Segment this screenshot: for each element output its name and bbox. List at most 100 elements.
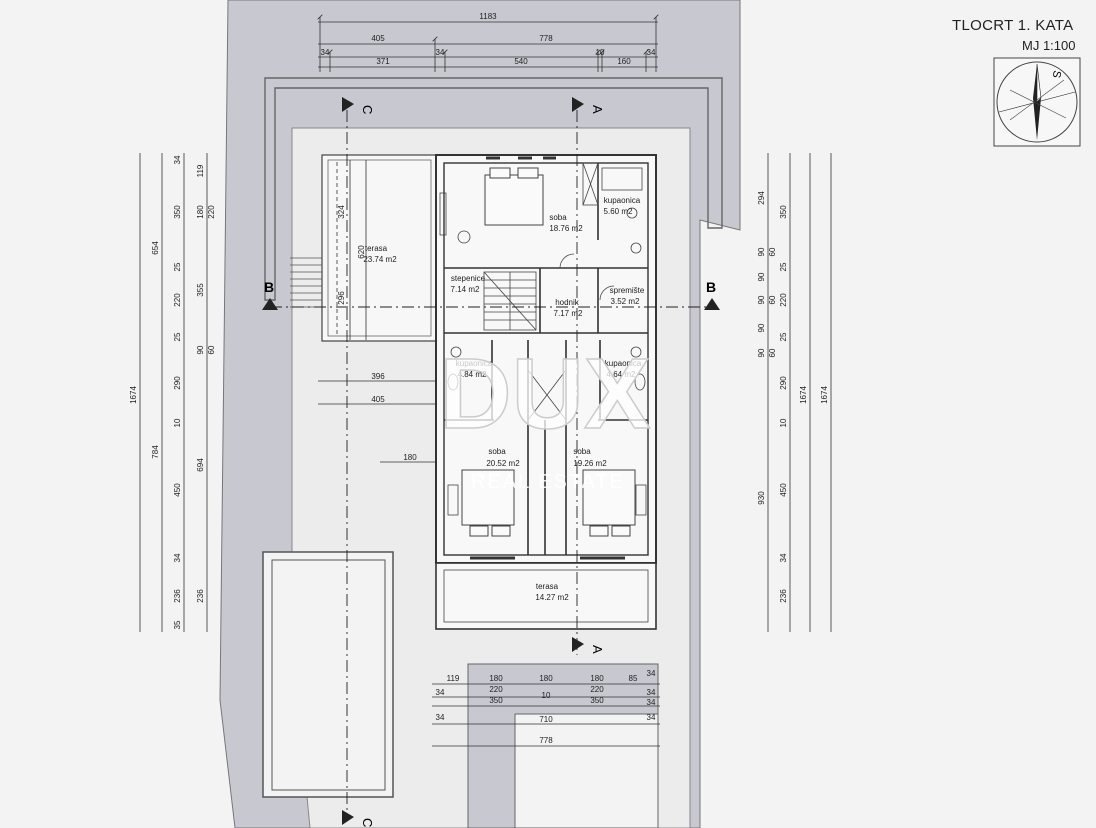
pool-outline [262, 551, 394, 798]
room-bedroom-2-name: soba [488, 447, 506, 456]
dim-bot-r1-2: 180 [539, 674, 553, 683]
room-terrace-west-area: 23.74 m2 [363, 255, 397, 264]
dim-top-a: 405 [371, 34, 385, 43]
section-mark-a-top: A [590, 105, 605, 114]
dim-right-c2-5: 60 [768, 348, 777, 357]
dim-right-c2-2: 25 [779, 262, 788, 271]
dim-top-c4: 34 [647, 48, 656, 57]
room-bathroom-3-area: 4.64 m2 [607, 370, 636, 379]
dim-left-c4-0: 119 [196, 164, 205, 177]
dim-inner-180: 180 [403, 453, 417, 462]
dim-bot-r1-3: 180 [590, 674, 604, 683]
dim-left-c3-6: 10 [173, 418, 182, 427]
terrace-south [435, 562, 657, 630]
dim-left-c4-7: 236 [196, 589, 205, 603]
dim-bot-r1-5: 34 [647, 669, 656, 678]
section-mark-c-bottom: C [360, 818, 375, 827]
dim-bot-r2-0: 34 [436, 688, 445, 697]
room-hall-area: 7.17 m2 [554, 309, 583, 318]
dim-right-c1-3: 90 [757, 295, 766, 304]
dim-top-b: 778 [539, 34, 553, 43]
north-arrow-icon: S [993, 57, 1081, 147]
dim-right-c1-2: 90 [757, 272, 766, 281]
dim-left-c3-2: 25 [173, 262, 182, 271]
lower-building-inner [514, 713, 659, 828]
section-mark-c-top: C [360, 105, 375, 114]
dim-top-total: 1183 [479, 12, 497, 21]
dim-left-c3-9: 236 [173, 589, 182, 603]
room-bedroom-1-area: 18.76 m2 [549, 224, 583, 233]
room-bathroom-2-area: 4.84 m2 [458, 370, 487, 379]
dim-left-c3-10: 35 [173, 620, 182, 629]
dim-left-c3-3: 220 [173, 293, 182, 307]
dim-right-c2-9: 10 [779, 418, 788, 427]
dim-right-c2-0: 350 [779, 205, 788, 219]
dim-right-c1-0: 294 [757, 191, 766, 205]
section-mark-b-right: B [706, 279, 716, 295]
dim-left-c4-6: 694 [196, 458, 205, 472]
dim-left-c4-5: 60 [207, 345, 216, 354]
dim-left-c4-4: 90 [196, 345, 205, 354]
dim-inner-324: 324 [337, 205, 346, 219]
dim-top-c2: 34 [436, 48, 445, 57]
compass-letter: S [1050, 69, 1063, 78]
room-terrace-west-name: terasa [365, 244, 388, 253]
dim-left-c2b: 784 [151, 445, 160, 459]
room-bedroom-2-area: 20.52 m2 [486, 459, 520, 468]
dim-inner-405: 405 [371, 395, 385, 404]
dim-left-c3-4: 25 [173, 332, 182, 341]
dim-right-c2-3: 60 [768, 295, 777, 304]
pool [271, 559, 386, 791]
room-stairs-area: 7.14 m2 [451, 285, 480, 294]
watermark-logo: DUX [439, 338, 650, 450]
dim-right-c1-4: 90 [757, 323, 766, 332]
room-bathroom-3-name: kupaonica [605, 359, 642, 368]
dim-bot-r2-1: 220 [489, 685, 503, 694]
path-strip [264, 77, 723, 301]
terrace-west [321, 154, 438, 342]
room-bathroom-2-name: kupaonica [456, 359, 493, 368]
dim-top-d1: 371 [376, 57, 390, 66]
section-mark-b-left: B [264, 279, 274, 295]
plan-title: TLOCRT 1. KATA [952, 17, 1074, 34]
dim-bot-r4-1: 710 [539, 715, 553, 724]
dim-bot-r4-0: 34 [436, 713, 445, 722]
dim-inner-620: 620 [357, 245, 366, 259]
dim-left-c4-3: 355 [196, 283, 205, 297]
dim-right-c1-5: 90 [757, 348, 766, 357]
room-bedroom-3-name: soba [573, 447, 591, 456]
dim-bot-r1-4: 85 [629, 674, 638, 683]
dim-left-c3-7: 450 [173, 483, 182, 497]
dim-right-outer-1: 1674 [799, 386, 808, 404]
dim-bot-r2-3: 34 [647, 688, 656, 697]
dim-bot-r1-0: 119 [447, 674, 460, 683]
dim-right-c2-1: 60 [768, 247, 777, 256]
room-terrace-south-name: terasa [536, 582, 559, 591]
dim-bot-r3-2: 350 [590, 696, 604, 705]
dim-left-outer: 1674 [129, 386, 138, 404]
dim-right-c2-12: 236 [779, 589, 788, 603]
dim-left-c4-1: 180 [196, 205, 205, 219]
room-hall-name: hodnik [555, 298, 580, 307]
dim-bot-r2-2: 220 [590, 685, 604, 694]
dim-left-c3-8: 34 [173, 553, 182, 562]
room-storage-area: 3.52 m2 [611, 297, 640, 306]
dim-bot-r5-0: 778 [539, 736, 553, 745]
room-bathroom-1-area: 5.60 m2 [604, 207, 633, 216]
dim-bot-r3-0: 350 [489, 696, 503, 705]
room-terrace-south-area: 14.27 m2 [535, 593, 569, 602]
dim-bot-r4-2: 34 [647, 713, 656, 722]
dim-right-outer-2: 1674 [820, 386, 829, 404]
watermark-subtitle: REAL ESTATE [471, 471, 625, 493]
dim-left-c3-0: 34 [173, 155, 182, 164]
dim-right-c2-6: 25 [779, 332, 788, 341]
dim-top-c1: 34 [321, 48, 330, 57]
dim-left-c2a: 654 [151, 241, 160, 255]
dim-right-c2-10: 450 [779, 483, 788, 497]
dim-right-c2-11: 34 [779, 553, 788, 562]
dim-left-c3-1: 350 [173, 205, 182, 219]
dim-right-c1-1: 90 [757, 247, 766, 256]
dim-left-c3-5: 290 [173, 376, 182, 390]
